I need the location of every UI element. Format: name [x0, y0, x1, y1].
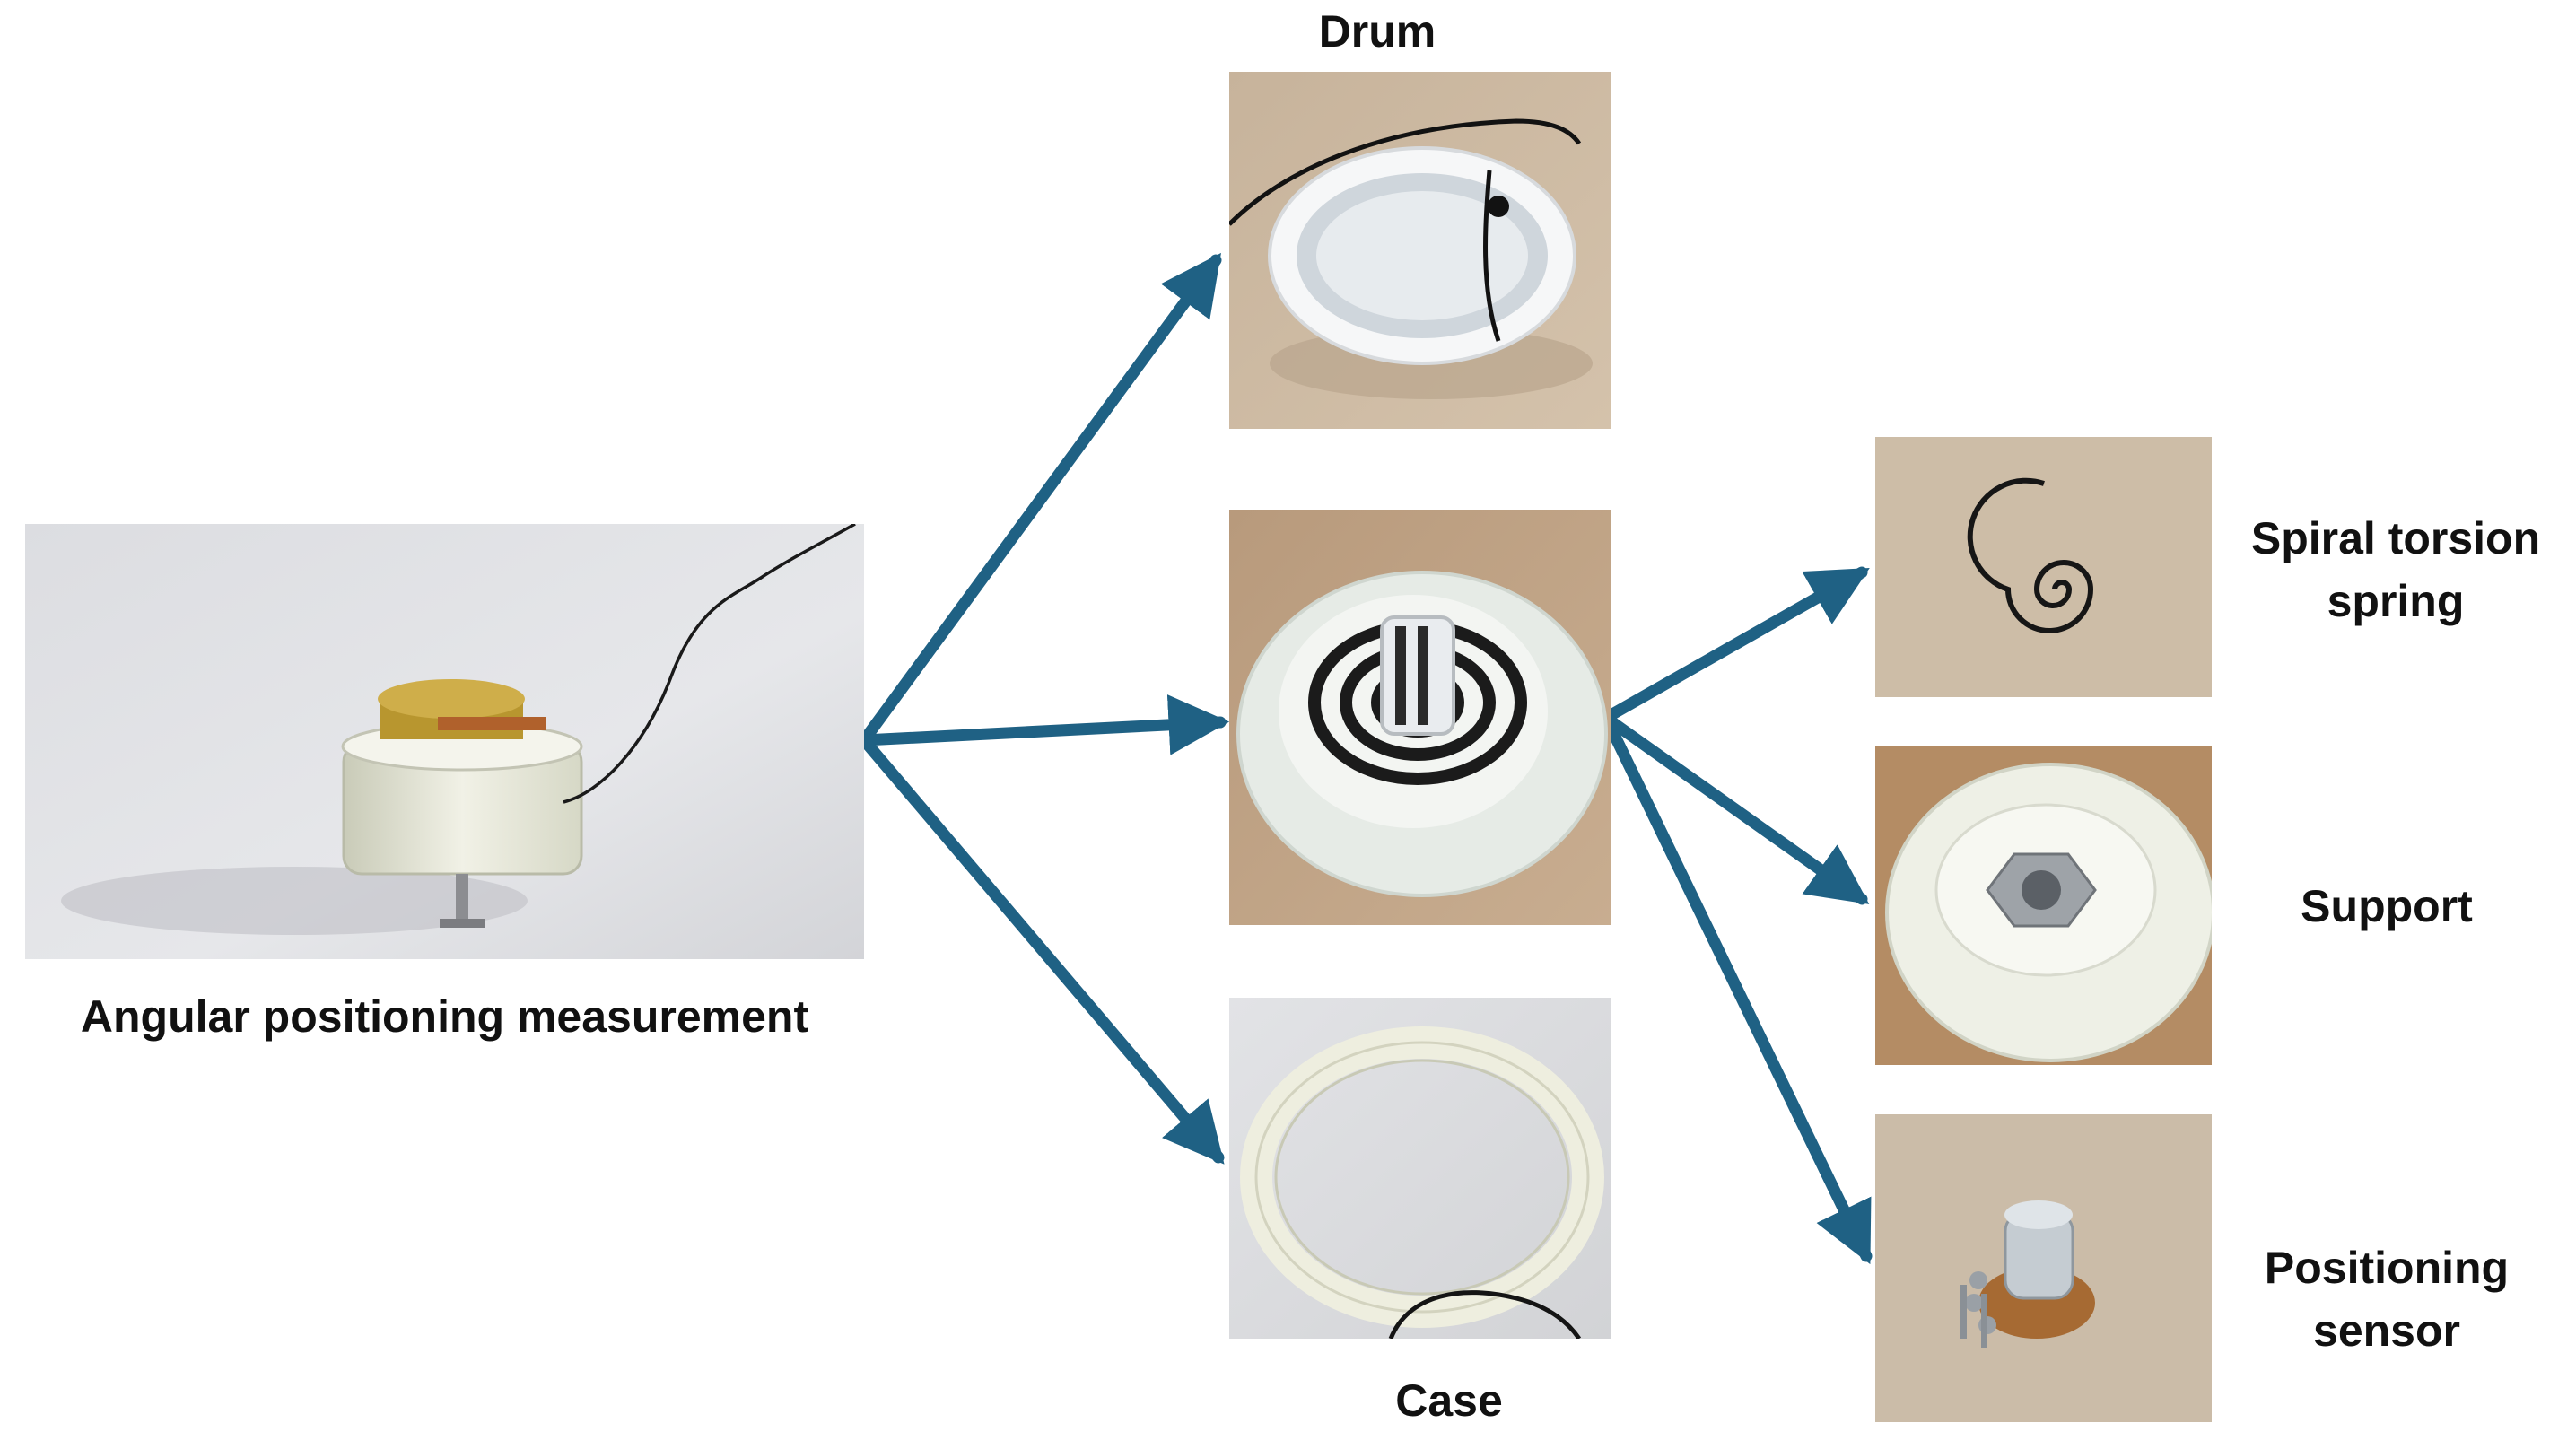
case-label: Case	[1395, 1375, 1503, 1426]
arrow-to-spring	[1600, 566, 1870, 724]
arrow-to-assembly	[858, 694, 1230, 755]
drum-photo	[1229, 72, 1611, 429]
case-photo	[1229, 998, 1611, 1339]
spring-assembly-photo	[1229, 510, 1611, 925]
drum-label: Drum	[1318, 6, 1436, 57]
main-label: Angular positioning measurement	[80, 991, 809, 1042]
spiral-spring-photo	[1875, 437, 2212, 697]
arrow-to-case	[858, 734, 1225, 1165]
arrow-to-sensor	[1600, 711, 1873, 1265]
arrow-to-drum	[858, 252, 1222, 746]
positioning-sensor-photo	[1875, 1114, 2212, 1422]
spring-label-line1: Spiral torsion	[2250, 513, 2541, 563]
sensor-label-line1: Positioning	[2264, 1243, 2510, 1293]
main-device-photo	[25, 524, 864, 959]
support-photo	[1875, 746, 2212, 1065]
arrow-to-support	[1600, 711, 1870, 905]
spring-label: Spiral torsion spring	[2225, 507, 2566, 633]
sensor-label-line2: sensor	[2313, 1305, 2460, 1356]
support-label: Support	[2301, 881, 2473, 931]
spring-label-line2: spring	[2327, 576, 2465, 626]
sensor-label: Positioning sensor	[2225, 1236, 2548, 1362]
